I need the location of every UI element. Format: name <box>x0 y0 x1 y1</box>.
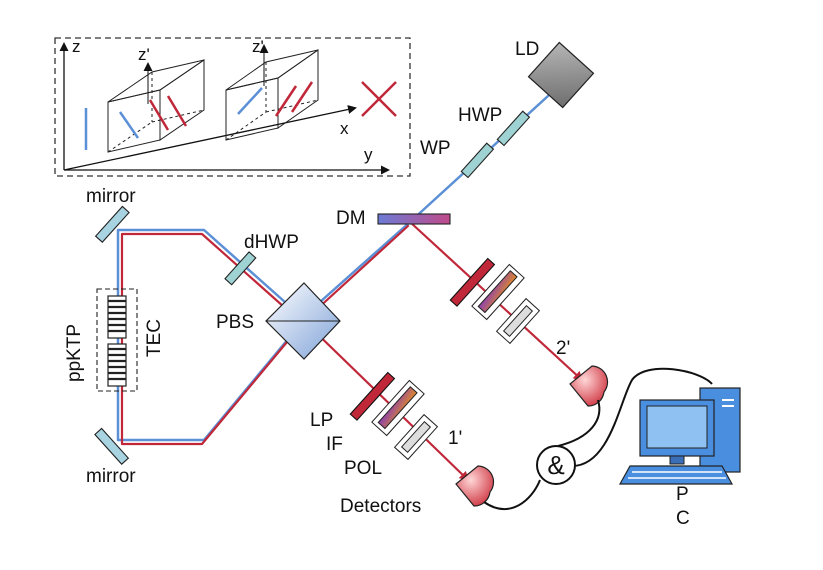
coincidence-symbol: & <box>547 450 564 480</box>
inset-crystal-1-red-a <box>148 99 170 131</box>
cable-detector-1-to-coincidence <box>483 479 541 510</box>
polarizing-beam-splitter <box>265 282 341 360</box>
inset-y-label: y <box>364 145 373 164</box>
inset-red-cross-b <box>361 81 397 117</box>
dm-label: DM <box>336 208 366 229</box>
inset-z-prime-label-2: z' <box>252 37 264 56</box>
port-2-label: 2' <box>556 338 570 359</box>
cable-detector-2-to-coincidence <box>557 399 601 447</box>
dhwp-label: dHWP <box>244 232 299 253</box>
dichroic-mirror <box>377 213 451 225</box>
inset-x-label: x <box>340 119 349 138</box>
ppktp-crystal-assembly <box>96 288 138 392</box>
arm-2-polarizer <box>502 304 534 338</box>
arm-1-polarizer <box>400 420 432 454</box>
tec-enclosure <box>96 288 138 392</box>
inset-crystal-1-red-b <box>166 95 188 127</box>
wp-label: WP <box>420 138 451 159</box>
inset-z-prime-label-1: z' <box>138 45 150 64</box>
ppktp-label: ppKTP <box>64 324 85 382</box>
ppktp-poling <box>108 299 126 381</box>
inset-crystal-1-blue <box>118 111 140 139</box>
detectors-label: Detectors <box>340 496 421 517</box>
red-beam-pbs-to-detector-1 <box>302 319 470 482</box>
if-label: IF <box>326 434 343 455</box>
inset-crystal-orientation: z x y z' z' <box>54 37 411 177</box>
pc-label-line1: P <box>676 484 689 505</box>
computer-icon <box>618 387 741 485</box>
inset-crystal-1 <box>107 59 205 153</box>
inset-crystal-2-red-a <box>274 85 298 117</box>
signal-cables <box>483 367 713 510</box>
inset-crystal-2-blue <box>237 87 263 115</box>
inset-x-axis <box>63 105 357 171</box>
lp-label: LP <box>310 410 333 431</box>
mirror-bottom <box>94 427 130 465</box>
arm-1-filters <box>349 371 439 461</box>
pc-label-line2: C <box>676 508 690 529</box>
tec-label: TEC <box>144 319 165 357</box>
wave-plate <box>460 142 495 179</box>
port-1-label: 1' <box>448 428 462 449</box>
mirror-top <box>94 205 130 243</box>
pc-monitor-screen <box>646 405 708 449</box>
arm-2-long-pass <box>449 257 496 307</box>
detector-1 <box>455 465 495 507</box>
inset-z-label: z <box>72 37 81 56</box>
pbs-label: PBS <box>216 312 254 333</box>
sagnac-loop-red <box>120 232 304 446</box>
coincidence-unit <box>536 445 576 485</box>
arm-1-long-pass <box>349 371 396 421</box>
ld-label: LD <box>515 39 539 60</box>
arm-2-filters <box>449 257 541 345</box>
mirror-bottom-label: mirror <box>86 466 136 487</box>
inset-crystal-2-red-b <box>290 81 314 113</box>
mirror-top-label: mirror <box>86 186 136 207</box>
inset-frame <box>54 37 411 177</box>
arm-1-interference-filter <box>377 386 418 430</box>
dual-half-wave-plate <box>224 251 257 286</box>
pc-keyboard <box>618 465 734 485</box>
hwp-label: HWP <box>458 105 502 126</box>
pol-label: POL <box>344 458 382 479</box>
detector-2 <box>569 365 609 407</box>
arm-2-interference-filter <box>477 270 518 314</box>
laser-diode <box>527 41 595 109</box>
cable-coincidence-to-pc <box>571 367 713 467</box>
half-wave-plate <box>496 110 531 147</box>
